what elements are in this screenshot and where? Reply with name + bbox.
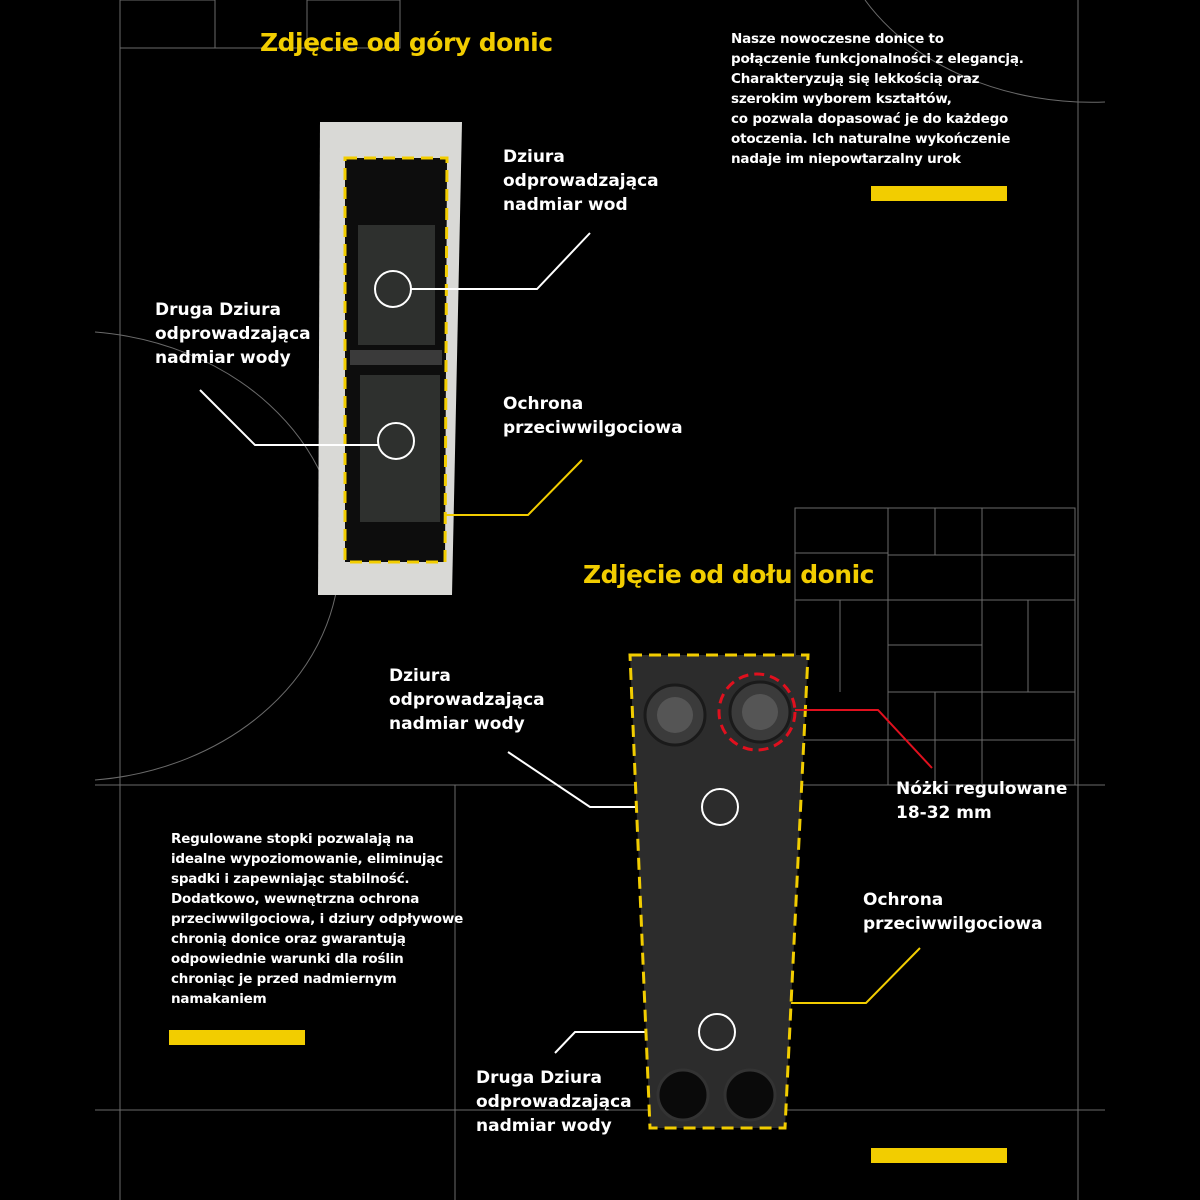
- description-top: Nasze nowoczesne donice to połączenie fu…: [731, 31, 1024, 167]
- label-drain-hole-bottom: Dziura odprowadzająca nadmiar wody: [389, 666, 545, 734]
- bottom-view-title: Zdjęcie od dołu donic: [583, 560, 874, 589]
- label-adjustable-feet: Nóżki regulowane 18-32 mm: [896, 779, 1068, 823]
- feet-highlight: [717, 672, 797, 752]
- accent-bar: [871, 1148, 1007, 1163]
- top-planter-photo: [318, 122, 462, 595]
- label-moisture-protection-top: Ochrona przeciwwilgociowa: [503, 394, 683, 438]
- label-drain-hole-top: Dziura odprowadzająca nadmiar wod: [503, 147, 659, 215]
- bottom-planter-photo: [628, 653, 810, 1130]
- description-bottom: Regulowane stopki pozwalają na idealne w…: [171, 831, 464, 1007]
- label-second-drain-hole-top: Druga Dziura odprowadzająca nadmiar wody: [155, 300, 311, 368]
- second-drain-hole-marker: [377, 422, 415, 460]
- label-second-drain-hole-bottom: Druga Dziura odprowadzająca nadmiar wody: [476, 1068, 632, 1136]
- accent-bar: [871, 186, 1007, 201]
- accent-bar: [169, 1030, 305, 1045]
- top-view-title: Zdjęcie od góry donic: [260, 28, 553, 57]
- label-moisture-protection-bottom: Ochrona przeciwwilgociowa: [863, 890, 1043, 934]
